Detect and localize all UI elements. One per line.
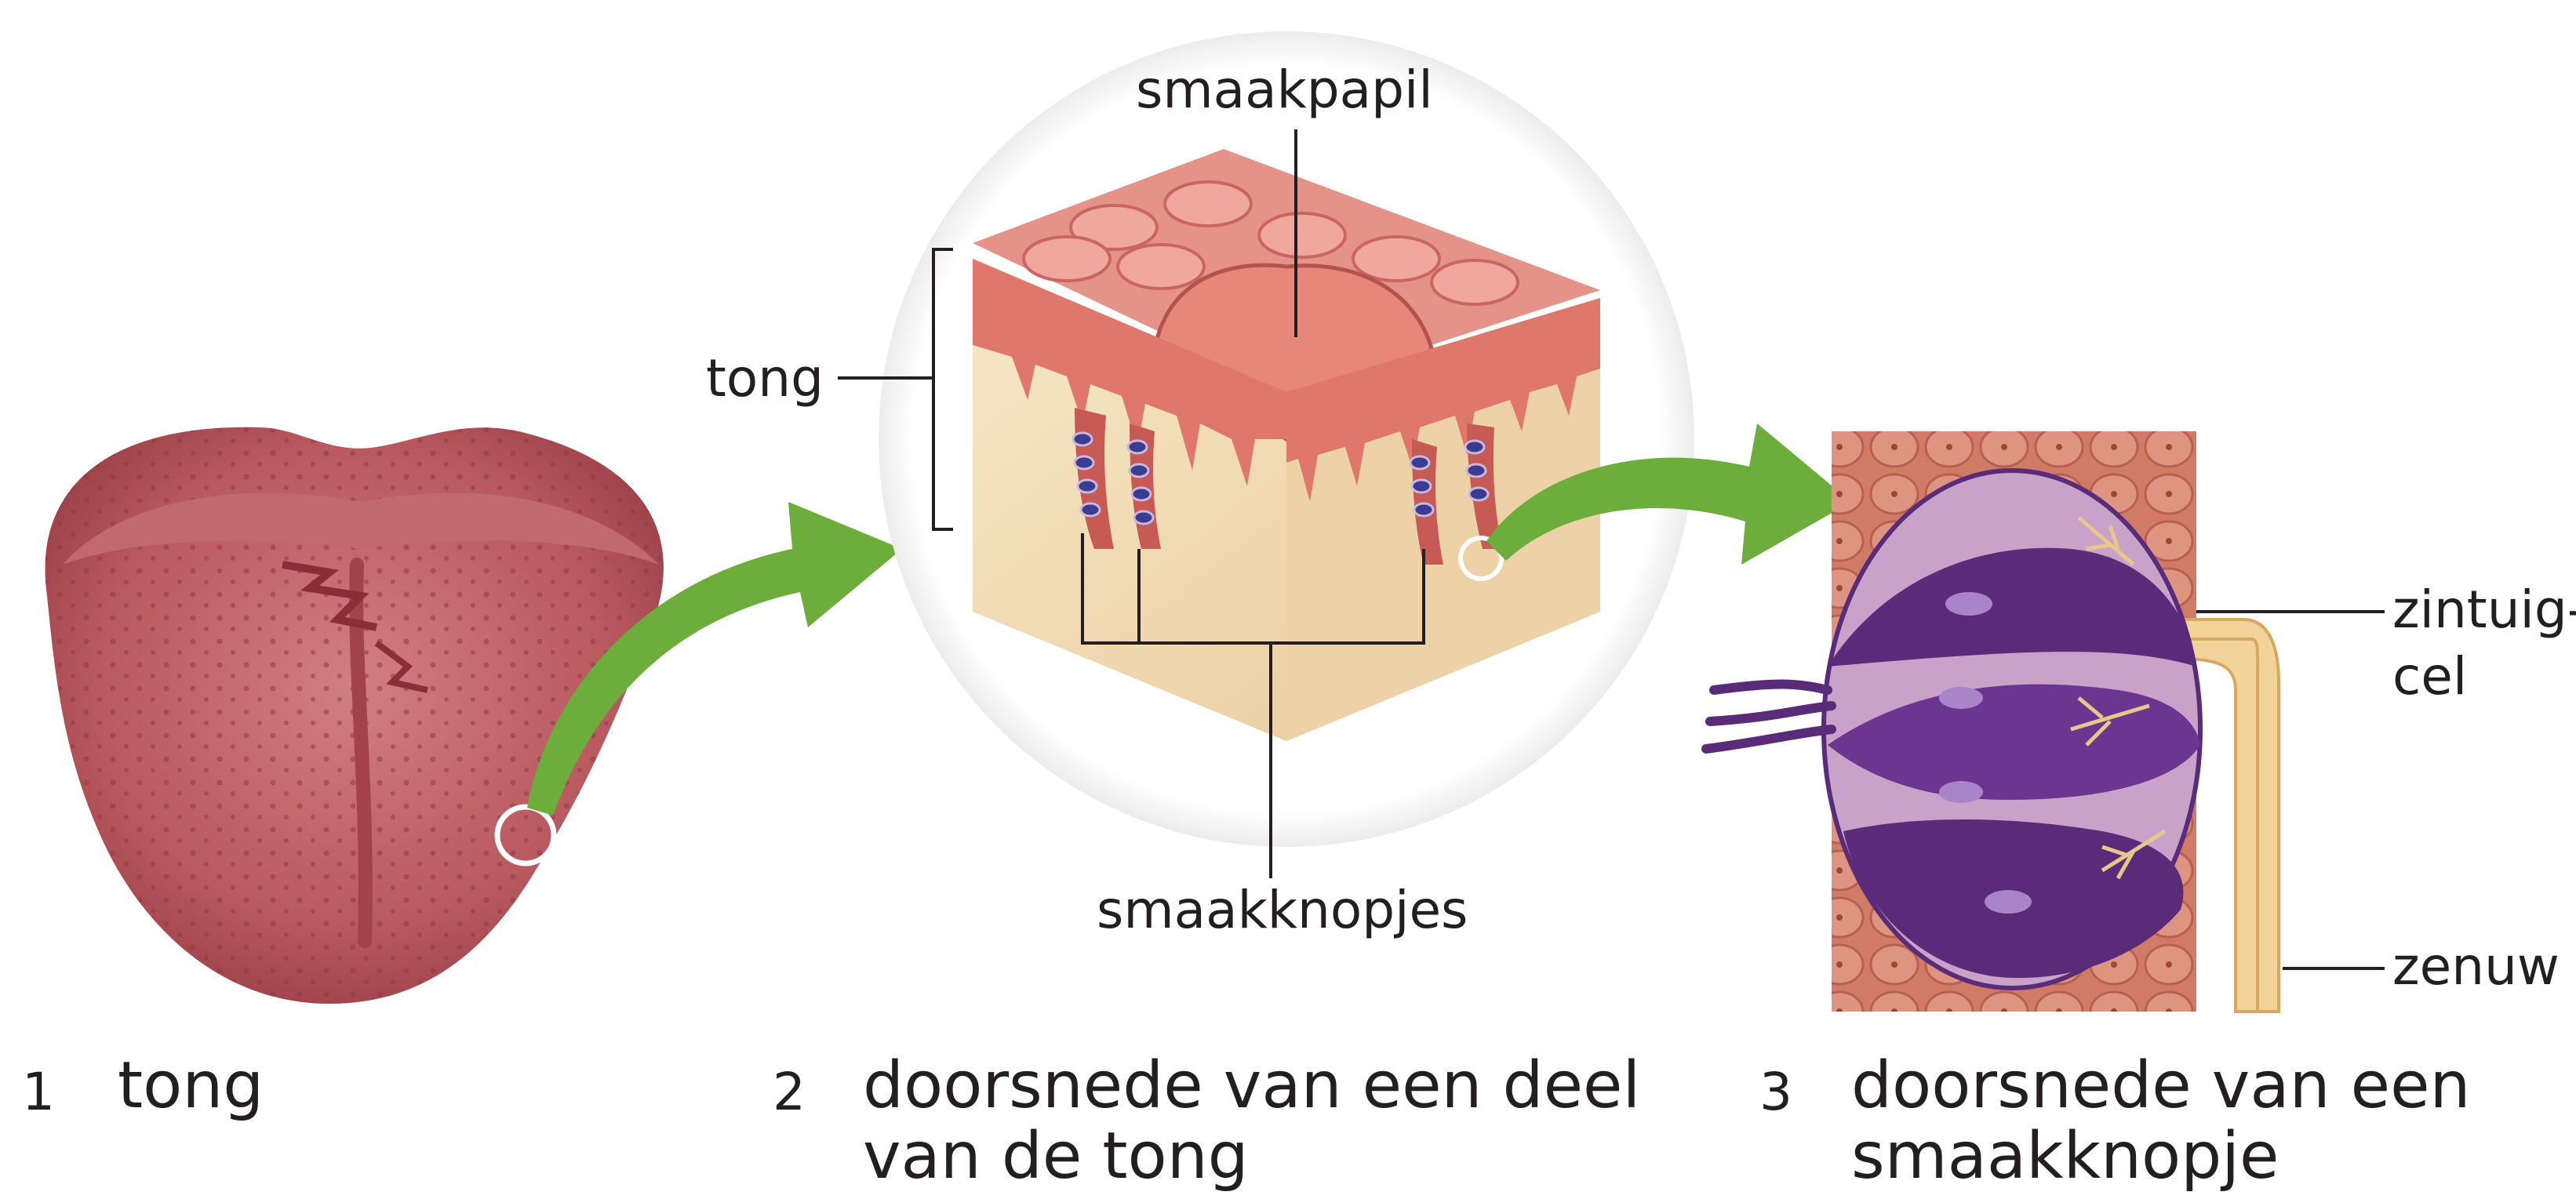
label-tong: tong (706, 353, 824, 405)
label-zenuw: zenuw (2392, 941, 2560, 993)
caption-3-number: 3 (1759, 1066, 1792, 1118)
caption-2-line-2: van de tong (863, 1121, 1249, 1192)
label-zintuigcel-1: zintuig- (2392, 584, 2576, 636)
caption-3-line-2: smaakknopje (1851, 1121, 2279, 1192)
label-zintuigcel-2: cel (2392, 651, 2467, 703)
tongue-section-illustration (879, 31, 1694, 847)
caption-2-number: 2 (773, 1066, 806, 1118)
caption-1-number: 1 (22, 1066, 55, 1118)
label-smaakknopjes: smaakknopjes (1097, 885, 1468, 936)
caption-1-line-1: tong (118, 1051, 264, 1121)
label-smaakpapil: smaakpapil (1136, 64, 1433, 116)
caption-2-line-1: doorsnede van een deel (863, 1051, 1640, 1121)
caption-3-line-1: doorsnede van een (1851, 1051, 2471, 1121)
